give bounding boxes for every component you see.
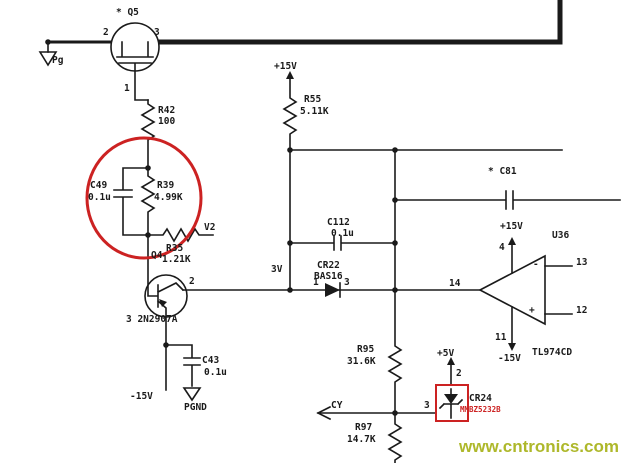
watermark-text: www.cntronics.com (459, 437, 619, 456)
r35-refdes: R35 (166, 243, 184, 254)
transistor-q4-symbol (144, 234, 188, 391)
zener-cr24-symbol (435, 357, 469, 422)
r97-refdes: R97 (355, 422, 373, 433)
u36-pin4: 4 (499, 242, 505, 253)
resistor-r35-symbol (147, 227, 214, 243)
c49-value: 0.1u (88, 192, 111, 203)
capacitor-c112-symbol (289, 235, 396, 251)
r39-refdes: R39 (157, 180, 175, 191)
r97-value: 14.7K (347, 434, 376, 445)
opamp-u36-symbol (478, 237, 573, 351)
v3-net-label: 3V (271, 264, 283, 275)
p5-net-label: +5V (437, 348, 455, 359)
capacitor-c43-symbol (165, 344, 201, 387)
opamp-plus-sign: + (529, 305, 535, 316)
opamp-minus-sign: - (533, 259, 539, 270)
diode-cr22-symbol (325, 282, 341, 298)
resistor-r42-symbol (140, 99, 156, 169)
r35-value: 1.21K (162, 254, 191, 265)
u36-pin12: 12 (576, 305, 588, 316)
c43-value: 0.1u (204, 367, 227, 378)
u36-pin14: 14 (449, 278, 461, 289)
v2-net-label: V2 (204, 222, 216, 233)
q4-refdes: Q4 (151, 250, 163, 261)
r95-refdes: R95 (357, 344, 375, 355)
neg15-left-net: -15V (130, 391, 153, 402)
net-cy-arrow (316, 405, 437, 421)
p15-mid-net: +15V (274, 61, 297, 72)
q4-pin2-label: 2 (189, 276, 195, 287)
n15-opamp-net: -15V (498, 353, 521, 364)
r39-value: 4.99K (154, 192, 183, 203)
u36-part-label: TL974CD (532, 347, 573, 358)
q5-pin2-label: 2 (103, 27, 109, 38)
r42-value: 100 (158, 116, 176, 127)
pg-net-label: Pg (52, 55, 64, 66)
resistor-r39-symbol (140, 167, 156, 236)
u36-refdes: U36 (552, 230, 570, 241)
c112-value: 0.1u (331, 228, 354, 239)
u36-pin13: 13 (576, 257, 588, 268)
cr24-pin3: 3 (424, 400, 430, 411)
junction-dots (45, 39, 398, 416)
cr22-pin3: 3 (344, 277, 350, 288)
c49-refdes: C49 (90, 180, 108, 191)
u36-pin11: 11 (495, 332, 507, 343)
r55-refdes: R55 (304, 94, 322, 105)
ground-pgnd-symbol (182, 387, 202, 402)
cr24-part-label: MMBZ5232B (460, 405, 501, 414)
cr22-refdes: CR22 (317, 260, 340, 271)
capacitor-c49-symbol (113, 167, 149, 236)
annotation-red-box (435, 384, 469, 422)
c81-refdes: * C81 (488, 166, 517, 177)
p15-opamp-net: +15V (500, 221, 523, 232)
power-rail-top (48, 0, 563, 45)
q5-refdes: * Q5 (116, 7, 139, 18)
c112-refdes: C112 (327, 217, 350, 228)
capacitor-c81-symbol (394, 190, 621, 210)
resistor-r95-r97-column (387, 149, 403, 463)
cy-net-label: CY (331, 400, 343, 411)
annotation-red-circle (85, 136, 203, 260)
c43-refdes: C43 (202, 355, 220, 366)
r42-refdes: R42 (158, 105, 176, 116)
cr22-part: BAS16 (314, 271, 343, 282)
mosfet-q5-symbol (110, 22, 160, 101)
r95-value: 31.6K (347, 356, 376, 367)
q5-pin1-label: 1 (124, 83, 130, 94)
cr24-pin2: 2 (456, 368, 462, 379)
cr22-pin1: 1 (313, 277, 319, 288)
resistor-r55-symbol (282, 71, 298, 291)
cr24-refdes: CR24 (469, 393, 492, 404)
r55-value: 5.11K (300, 106, 329, 117)
pgnd-net-label: PGND (184, 402, 207, 413)
q4-part-label: 3 2N2907A (126, 314, 178, 325)
q5-pin3-label: 3 (154, 27, 160, 38)
